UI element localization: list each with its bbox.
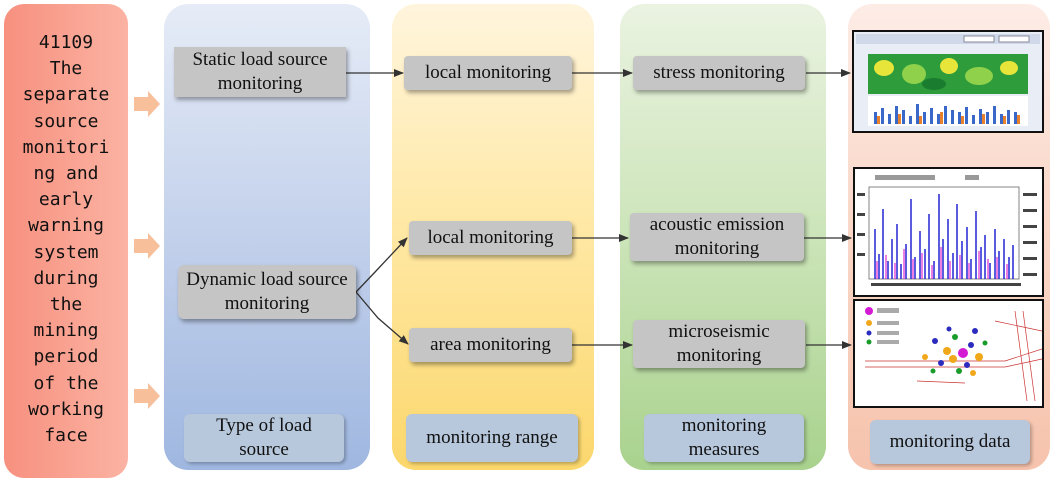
arrow-dynamic-to-local [355, 237, 408, 293]
monitoring-measures-footer: monitoring measures [644, 414, 804, 462]
microseismic-data-panel [853, 299, 1044, 408]
area-monitoring-box: area monitoring [409, 328, 572, 362]
stress-data-panel [852, 30, 1044, 133]
acoustic-data-image [855, 169, 1042, 295]
arrow-dynamic-to-area [355, 291, 409, 345]
small-arrow-3 [134, 383, 160, 409]
dynamic-load-source-box: Dynamic load source monitoring [178, 265, 356, 319]
monitoring-range-footer: monitoring range [406, 414, 578, 462]
stress-data-image [854, 32, 1042, 131]
static-load-source-box: Static load source monitoring [174, 47, 346, 97]
acoustic-data-panel [853, 167, 1044, 297]
microseismic-box: microseismic monitoring [633, 320, 805, 368]
monitoring-data-footer: monitoring data [870, 420, 1030, 464]
system-title: 41109 The separate source monitori ng an… [22, 32, 110, 447]
small-arrow-1 [134, 91, 160, 117]
local-monitoring-box-2: local monitoring [409, 221, 572, 255]
microseismic-data-image [855, 301, 1042, 406]
local-monitoring-box-1: local monitoring [404, 56, 572, 90]
load-source-footer: Type of load source [184, 414, 344, 462]
system-title-panel: 41109 The separate source monitori ng an… [4, 4, 128, 478]
stress-monitoring-box: stress monitoring [633, 56, 805, 90]
acoustic-emission-box: acoustic emission monitoring [630, 213, 804, 261]
small-arrow-2 [134, 233, 160, 259]
